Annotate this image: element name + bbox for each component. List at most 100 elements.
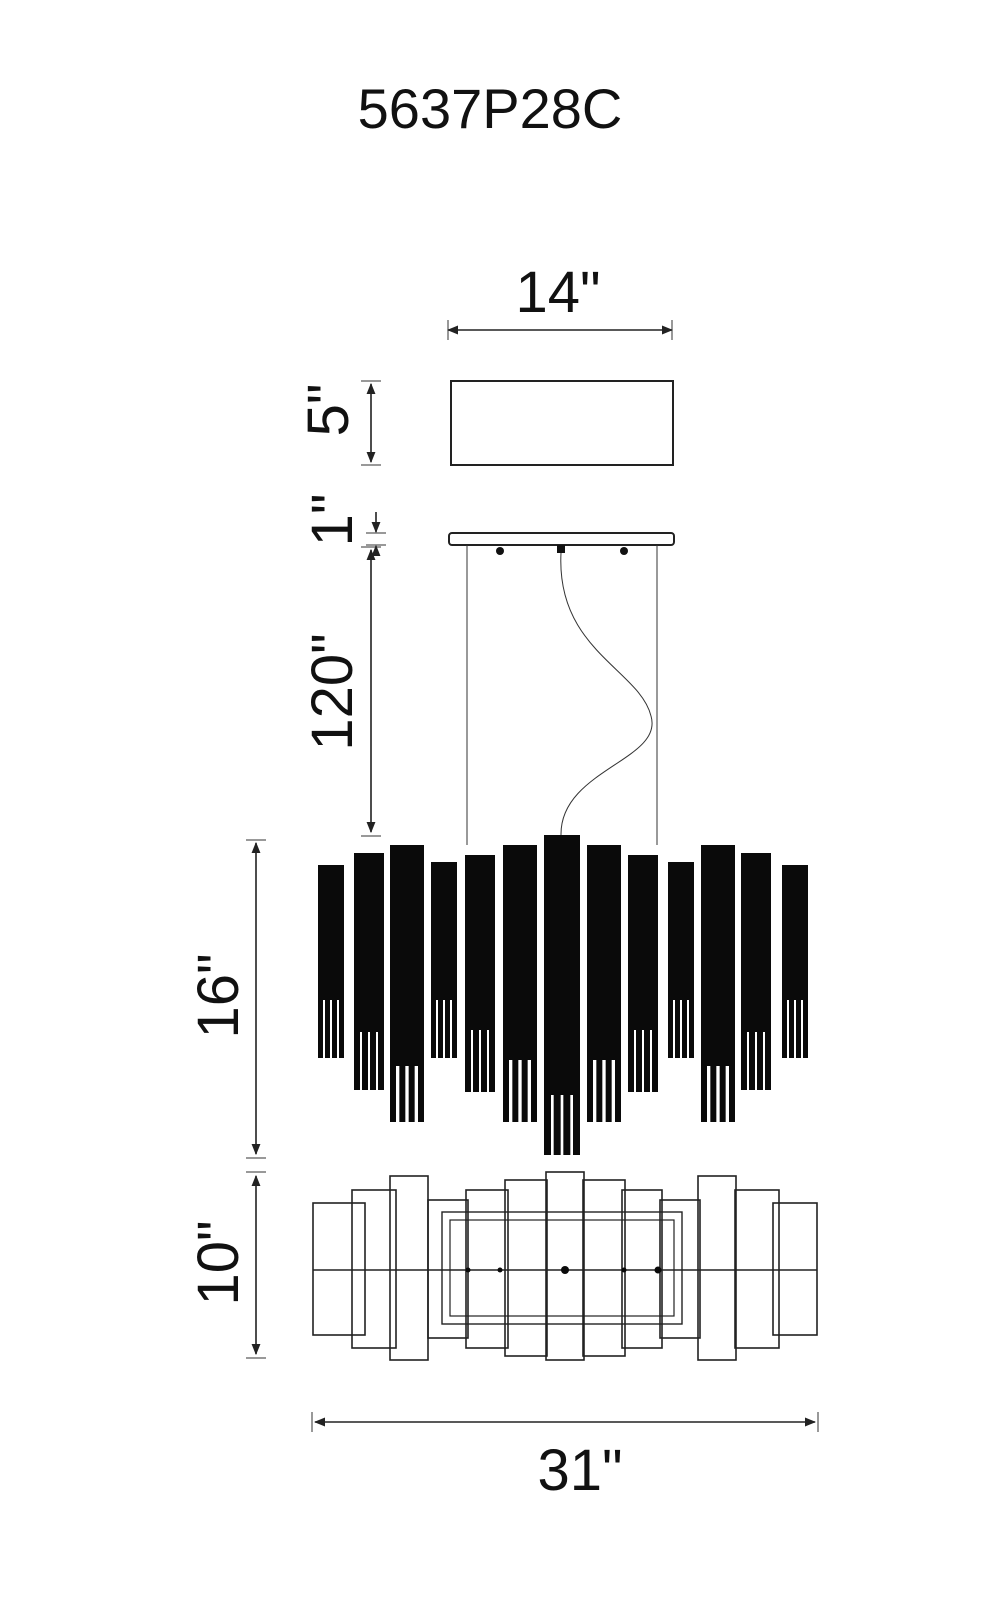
fixture-crystal-rod [587,845,621,1060]
fixture-crystal-rod [701,1062,707,1122]
fixture-crystal-rod [796,996,801,1058]
fixture-crystal-rod [503,845,537,1060]
fixture-crystal-rod [465,1026,471,1092]
fixture-crystal-rod [418,1062,424,1122]
fixture-top-rod [351,1189,397,1349]
fixture-crystal-rod [465,855,495,1030]
fixture-crystal-rod [370,1028,376,1090]
fixture-crystal-rod [757,1028,763,1090]
fixture-crystal-rod [354,1028,360,1090]
cable-length-label: 120" [300,633,365,750]
fixture-crystal-rod [573,1091,580,1155]
fixture-crystal-rod [318,865,344,1000]
fixture-top-rod [504,1179,548,1357]
fixture-crystal-rod [689,996,694,1058]
fixture-crystal-rod [390,1062,396,1122]
fixture-crystal-rod [390,845,424,1066]
fixture-depth-label: 10" [186,1220,251,1305]
fixture-crystal-rod [675,996,680,1058]
canopy-height-label: 5" [296,384,361,437]
fixture-crystal-rod [596,1056,603,1122]
fixture-inner-frame [449,1219,675,1317]
fixture-top-rod [312,1202,366,1336]
fixture-crystal-rod [445,996,450,1058]
fixture-crystal-rod [615,1056,621,1122]
fixture-crystal-rod [399,1062,406,1122]
fixture-mount-point [497,1267,503,1273]
fixture-crystal-rod [473,1026,479,1092]
fixture-crystal-rod [544,1091,551,1155]
fixture-crystal-rod [710,1062,717,1122]
fixture-side-view [318,835,808,1155]
canopy-plate-label: 1" [300,494,365,547]
canopy-height-dimension: 5" [296,380,381,466]
fixture-height-dimension: 16" [186,839,266,1159]
fixture-depth-dimension: 10" [186,1171,266,1359]
fixture-mount-point [621,1267,627,1273]
fixture-crystal-rod [644,1026,650,1092]
cable-length-dimension: 120" [300,546,381,837]
fixture-crystal-rod [489,1026,495,1092]
fixture-crystal-rod [431,862,457,1000]
canopy-plate-dimension: 1" [300,494,386,557]
fixture-top-rod [734,1189,780,1349]
fixture-crystal-rod [452,996,457,1058]
canopy-width-dimension: 14" [446,260,674,340]
fixture-crystal-rod [325,996,330,1058]
fixture-crystal-rod [749,1028,755,1090]
fixture-crystal-rod [544,835,580,1095]
model-number-title: 5637P28C [358,77,623,140]
fixture-crystal-rod [668,996,673,1058]
fixture-crystal-rod [636,1026,642,1092]
fixture-height-label: 16" [186,953,251,1038]
fixture-crystal-rod [512,1056,519,1122]
fixture-crystal-rod [682,996,687,1058]
fixture-crystal-rod [521,1056,528,1122]
mounting-plate [448,532,675,555]
canopy-width-label: 14" [515,260,600,325]
fixture-inner-frame [441,1211,683,1325]
fixture-crystal-rod [701,845,735,1066]
fixture-crystal-rod [408,1062,415,1122]
fixture-crystal-rod [668,862,694,1000]
fixture-crystal-rod [741,853,771,1032]
fixture-crystal-rod [782,996,787,1058]
fixture-crystal-rod [652,1026,658,1092]
fixture-top-rod [772,1202,818,1336]
fixture-crystal-rod [587,1056,593,1122]
fixture-crystal-rod [563,1091,571,1155]
fixture-width-dimension: 31" [311,1412,819,1503]
fixture-crystal-rod [318,996,323,1058]
fixture-crystal-rod [481,1026,487,1092]
fixture-crystal-rod [378,1028,384,1090]
fixture-crystal-rod [628,1026,634,1092]
fixture-crystal-rod [741,1028,747,1090]
fixture-crystal-rod [362,1028,368,1090]
fixture-crystal-rod [438,996,443,1058]
fixture-crystal-rod [339,996,344,1058]
fixture-crystal-rod [789,996,794,1058]
fixture-top-view [312,1171,818,1361]
fixture-mount-point [561,1266,569,1274]
fixture-top-rod [697,1175,737,1361]
fixture-top-rod [582,1179,626,1357]
fixture-crystal-rod [628,855,658,1030]
canopy-box [450,380,674,466]
fixture-mount-point [465,1267,471,1273]
fixture-top-rod [659,1199,701,1339]
fixture-top-rod [427,1199,469,1339]
fixture-crystal-rod [765,1028,771,1090]
fixture-mount-point [654,1266,662,1274]
fixture-crystal-rod [782,865,808,1000]
suspension-cables [466,545,658,845]
fixture-crystal-rod [719,1062,726,1122]
fixture-width-label: 31" [537,1438,622,1503]
fixture-crystal-rod [531,1056,537,1122]
fixture-crystal-rod [605,1056,612,1122]
fixture-crystal-rod [332,996,337,1058]
fixture-crystal-rod [431,996,436,1058]
fixture-crystal-rod [553,1091,561,1155]
fixture-crystal-rod [803,996,808,1058]
fixture-crystal-rod [729,1062,735,1122]
